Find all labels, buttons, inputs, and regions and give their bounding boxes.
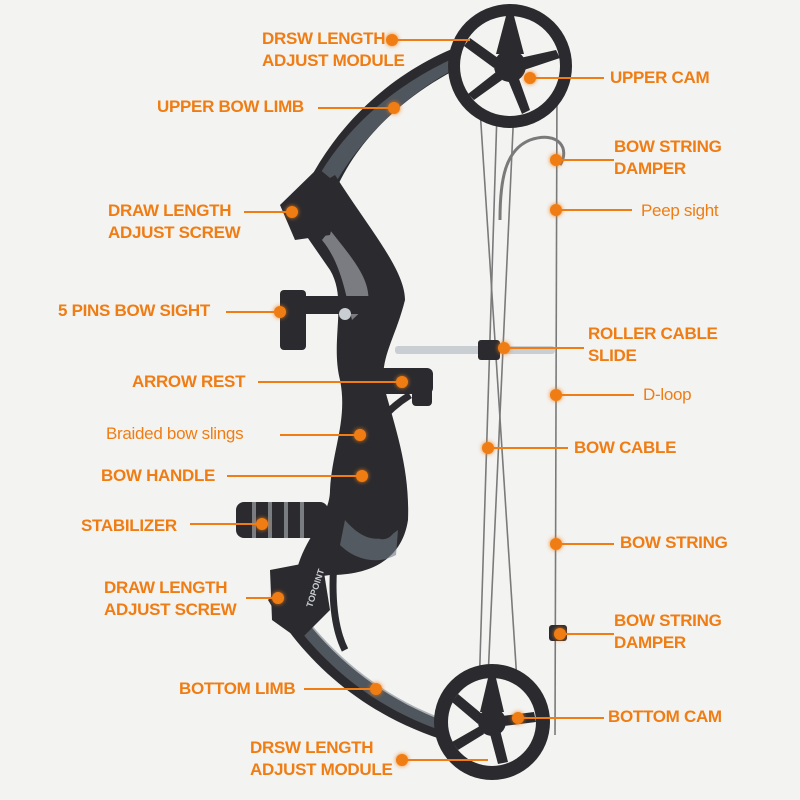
label-string-damper-upper: BOW STRING DAMPER [614,137,722,178]
marker-dot-bottom-cam [512,712,524,724]
upper-cam [448,4,572,128]
label-bow-sight: 5 PINS BOW SIGHT [58,301,210,320]
label-d-loop: D-loop [643,385,692,404]
leader-bottom-limb [304,688,376,690]
label-stabilizer: STABILIZER [81,516,177,535]
marker-dot-bow-cable [482,442,494,454]
marker-dot-handle [356,470,368,482]
label-drsw-lower: DRSW LENGTH ADJUST MODULE [250,738,393,779]
marker-dot-d-loop [550,389,562,401]
sight-knob [339,308,351,320]
label-draw-screw-lower: DRAW LENGTH ADJUST SCREW [104,578,237,619]
leader-upper-cam [530,77,604,79]
label-roller-slide: ROLLER CABLE SLIDE [588,324,718,365]
sight-bar [283,296,393,314]
label-upper-cam: UPPER CAM [610,68,710,87]
riser-camo-2 [340,520,398,561]
label-bow-string: BOW STRING [620,533,728,552]
upper-limb-pocket [280,168,342,240]
bow-cable-line-c [485,84,516,723]
leader-slings [280,434,360,436]
marker-dot-bow-string [550,538,562,550]
marker-dot-string-damper-upper [550,154,562,166]
label-handle: BOW HANDLE [101,466,216,485]
leader-bow-string [556,543,614,545]
leader-drsw-upper [392,39,470,41]
lower-limb-pocket [270,560,330,640]
marker-dot-draw-screw-lower [272,592,284,604]
leader-bottom-cam [518,717,604,719]
marker-dot-stabilizer [256,518,268,530]
marker-dot-roller-slide [498,342,510,354]
stabilizer-body [236,502,328,538]
leader-draw-screw-upper [244,211,292,213]
leader-handle [227,475,362,477]
leader-arrow-rest [258,381,402,383]
marker-dot-upper-limb [388,102,400,114]
marker-dot-peep-sight [550,204,562,216]
leader-d-loop [556,394,634,396]
bow-strings [477,77,558,736]
leader-draw-screw-lower [246,597,278,599]
label-bow-cable: BOW CABLE [574,438,677,457]
leader-drsw-lower [402,759,488,761]
bottom-cam [434,664,550,780]
label-bottom-limb: BOTTOM LIMB [179,679,296,698]
roller-slide-block [478,340,500,360]
bow-cable-line-a [477,77,521,729]
leader-upper-limb [318,107,394,109]
leader-bow-sight [226,311,280,313]
label-upper-limb: UPPER BOW LIMB [157,97,304,116]
leader-string-damper-upper [556,159,614,161]
marker-dot-bow-sight [274,306,286,318]
marker-dot-arrow-rest [396,376,408,388]
label-draw-screw-upper: DRAW LENGTH ADJUST SCREW [108,201,241,242]
sling-rope [329,392,412,652]
label-peep-sight: Peep sight [641,201,719,220]
marker-dot-drsw-lower [396,754,408,766]
leader-string-damper-lower [560,633,614,635]
marker-dot-draw-screw-upper [286,206,298,218]
arrow-rest-arm [412,370,432,406]
string-damper-upper-rod [498,135,566,221]
leader-peep-sight [556,209,632,211]
label-arrow-rest: ARROW REST [132,372,246,391]
bow-cable-line-b [477,79,499,726]
marker-dot-upper-cam [524,72,536,84]
leader-bow-cable [488,447,568,449]
marker-dot-drsw-upper [386,34,398,46]
leader-roller-slide [504,347,584,349]
marker-dot-string-damper-lower [554,628,566,640]
grip-shape [360,447,398,540]
sight-housing [280,290,306,350]
marker-dot-slings [354,429,366,441]
marker-dot-bottom-limb [370,683,382,695]
label-string-damper-lower: BOW STRING DAMPER [614,611,722,652]
leader-stabilizer [190,523,262,525]
stabilizer-ribs [252,502,304,538]
label-bottom-cam: BOTTOM CAM [608,707,722,726]
label-drsw-upper: DRSW LENGTH ADJUST MODULE [262,29,405,70]
label-slings: Braided bow slings [106,424,244,443]
